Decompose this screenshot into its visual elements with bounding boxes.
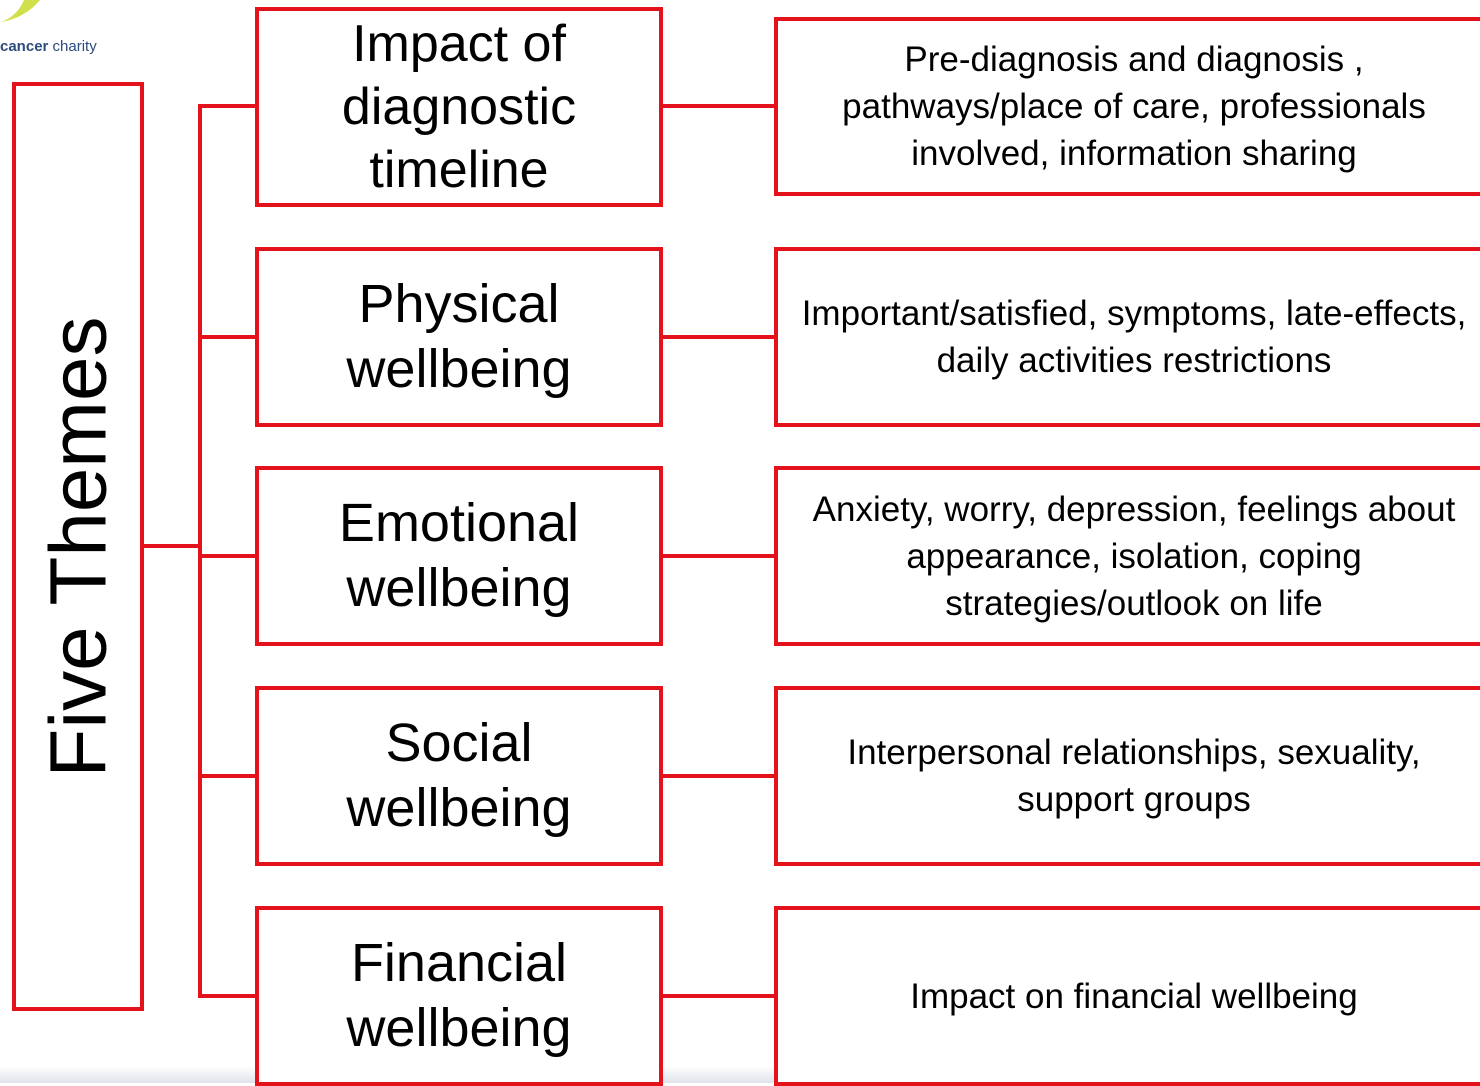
- description-box-diagnostic-timeline: Pre-diagnosis and diagnosis , pathways/p…: [774, 17, 1480, 196]
- theme-description: Anxiety, worry, depression, feelings abo…: [812, 489, 1456, 623]
- theme-title: Physical wellbeing: [346, 274, 572, 399]
- theme-box-physical-wellbeing: Physical wellbeing: [255, 247, 663, 427]
- description-box-emotional-wellbeing: Anxiety, worry, depression, feelings abo…: [774, 466, 1480, 646]
- theme-description: Impact on financial wellbeing: [910, 976, 1358, 1016]
- theme-description: Important/satisfied, symptoms, late-effe…: [801, 294, 1467, 380]
- logo-text-bold: cancer: [0, 38, 49, 55]
- theme-box-emotional-wellbeing: Emotional wellbeing: [255, 466, 663, 646]
- theme-title: Impact of diagnostic timeline: [341, 14, 577, 199]
- theme-description: Interpersonal relationships, sexuality, …: [847, 733, 1421, 819]
- root-box: Five Themes: [12, 82, 144, 1011]
- theme-box-financial-wellbeing: Financial wellbeing: [255, 906, 663, 1086]
- theme-title: Emotional wellbeing: [338, 493, 580, 618]
- root-label: Five Themes: [33, 316, 122, 777]
- theme-title: Social wellbeing: [346, 713, 572, 838]
- theme-box-social-wellbeing: Social wellbeing: [255, 686, 663, 866]
- theme-box-diagnostic-timeline: Impact of diagnostic timeline: [255, 7, 663, 207]
- description-box-physical-wellbeing: Important/satisfied, symptoms, late-effe…: [774, 247, 1480, 427]
- logo-text-rest: charity: [48, 38, 97, 55]
- description-box-financial-wellbeing: Impact on financial wellbeing: [774, 906, 1480, 1086]
- logo-text: cancer charity: [0, 37, 97, 57]
- logo-swoosh-icon: [0, 0, 40, 22]
- theme-description: Pre-diagnosis and diagnosis , pathways/p…: [842, 40, 1426, 173]
- theme-title: Financial wellbeing: [346, 933, 572, 1058]
- description-box-social-wellbeing: Interpersonal relationships, sexuality, …: [774, 686, 1480, 866]
